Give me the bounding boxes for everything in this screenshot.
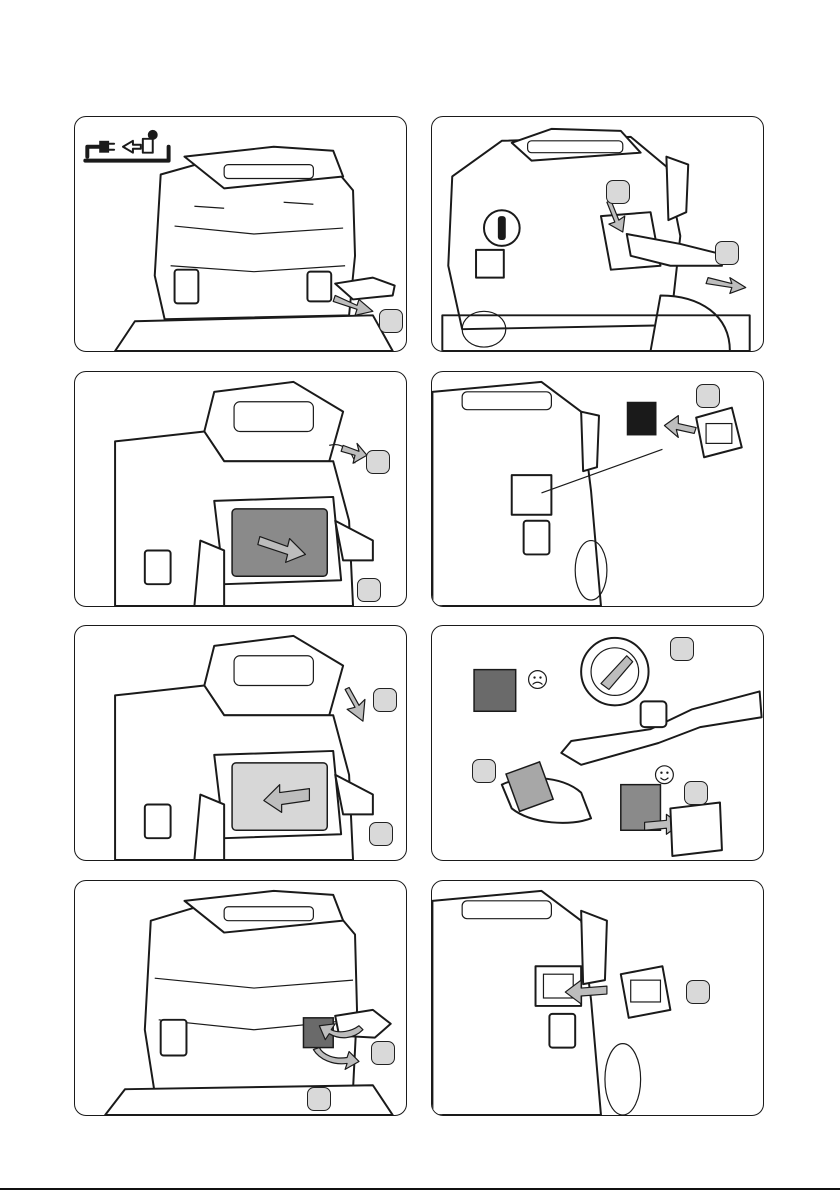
step-marker	[369, 822, 393, 846]
step-marker	[373, 688, 397, 712]
step-marker	[307, 1087, 331, 1111]
filter-insert-lid-close-illustration	[75, 626, 406, 860]
sad-face-icon	[529, 671, 547, 689]
step-marker	[357, 578, 381, 602]
instruction-panel-8	[431, 880, 764, 1116]
step-marker	[379, 309, 403, 333]
instruction-panel-7	[74, 880, 407, 1116]
instruction-panel-3	[74, 371, 407, 607]
instruction-panel-4	[431, 371, 764, 607]
step-marker	[472, 759, 496, 783]
step-marker	[686, 980, 710, 1004]
step-marker	[715, 241, 739, 265]
step-marker	[371, 1041, 395, 1065]
filter-cleaning-illustration	[432, 626, 763, 860]
instruction-panel-2	[431, 116, 764, 352]
step-marker	[684, 781, 708, 805]
filter-cover-removal-illustration	[432, 117, 763, 351]
step-marker	[366, 450, 390, 474]
secondary-filter-cover-reinsert-illustration	[432, 881, 763, 1115]
vacuum-unplugged-illustration	[75, 117, 406, 351]
instruction-panel-6	[431, 625, 764, 861]
instruction-panel-5	[74, 625, 407, 861]
step-marker	[670, 637, 694, 661]
page-bottom-rule	[0, 1188, 840, 1190]
step-marker	[606, 180, 630, 204]
step-marker	[696, 384, 720, 408]
happy-face-icon	[656, 766, 674, 784]
lid-open-filter-remove-illustration	[75, 372, 406, 606]
unplug-icon	[85, 130, 168, 161]
filter-cover-attach-illustration	[75, 881, 406, 1115]
instruction-panel-1	[74, 116, 407, 352]
